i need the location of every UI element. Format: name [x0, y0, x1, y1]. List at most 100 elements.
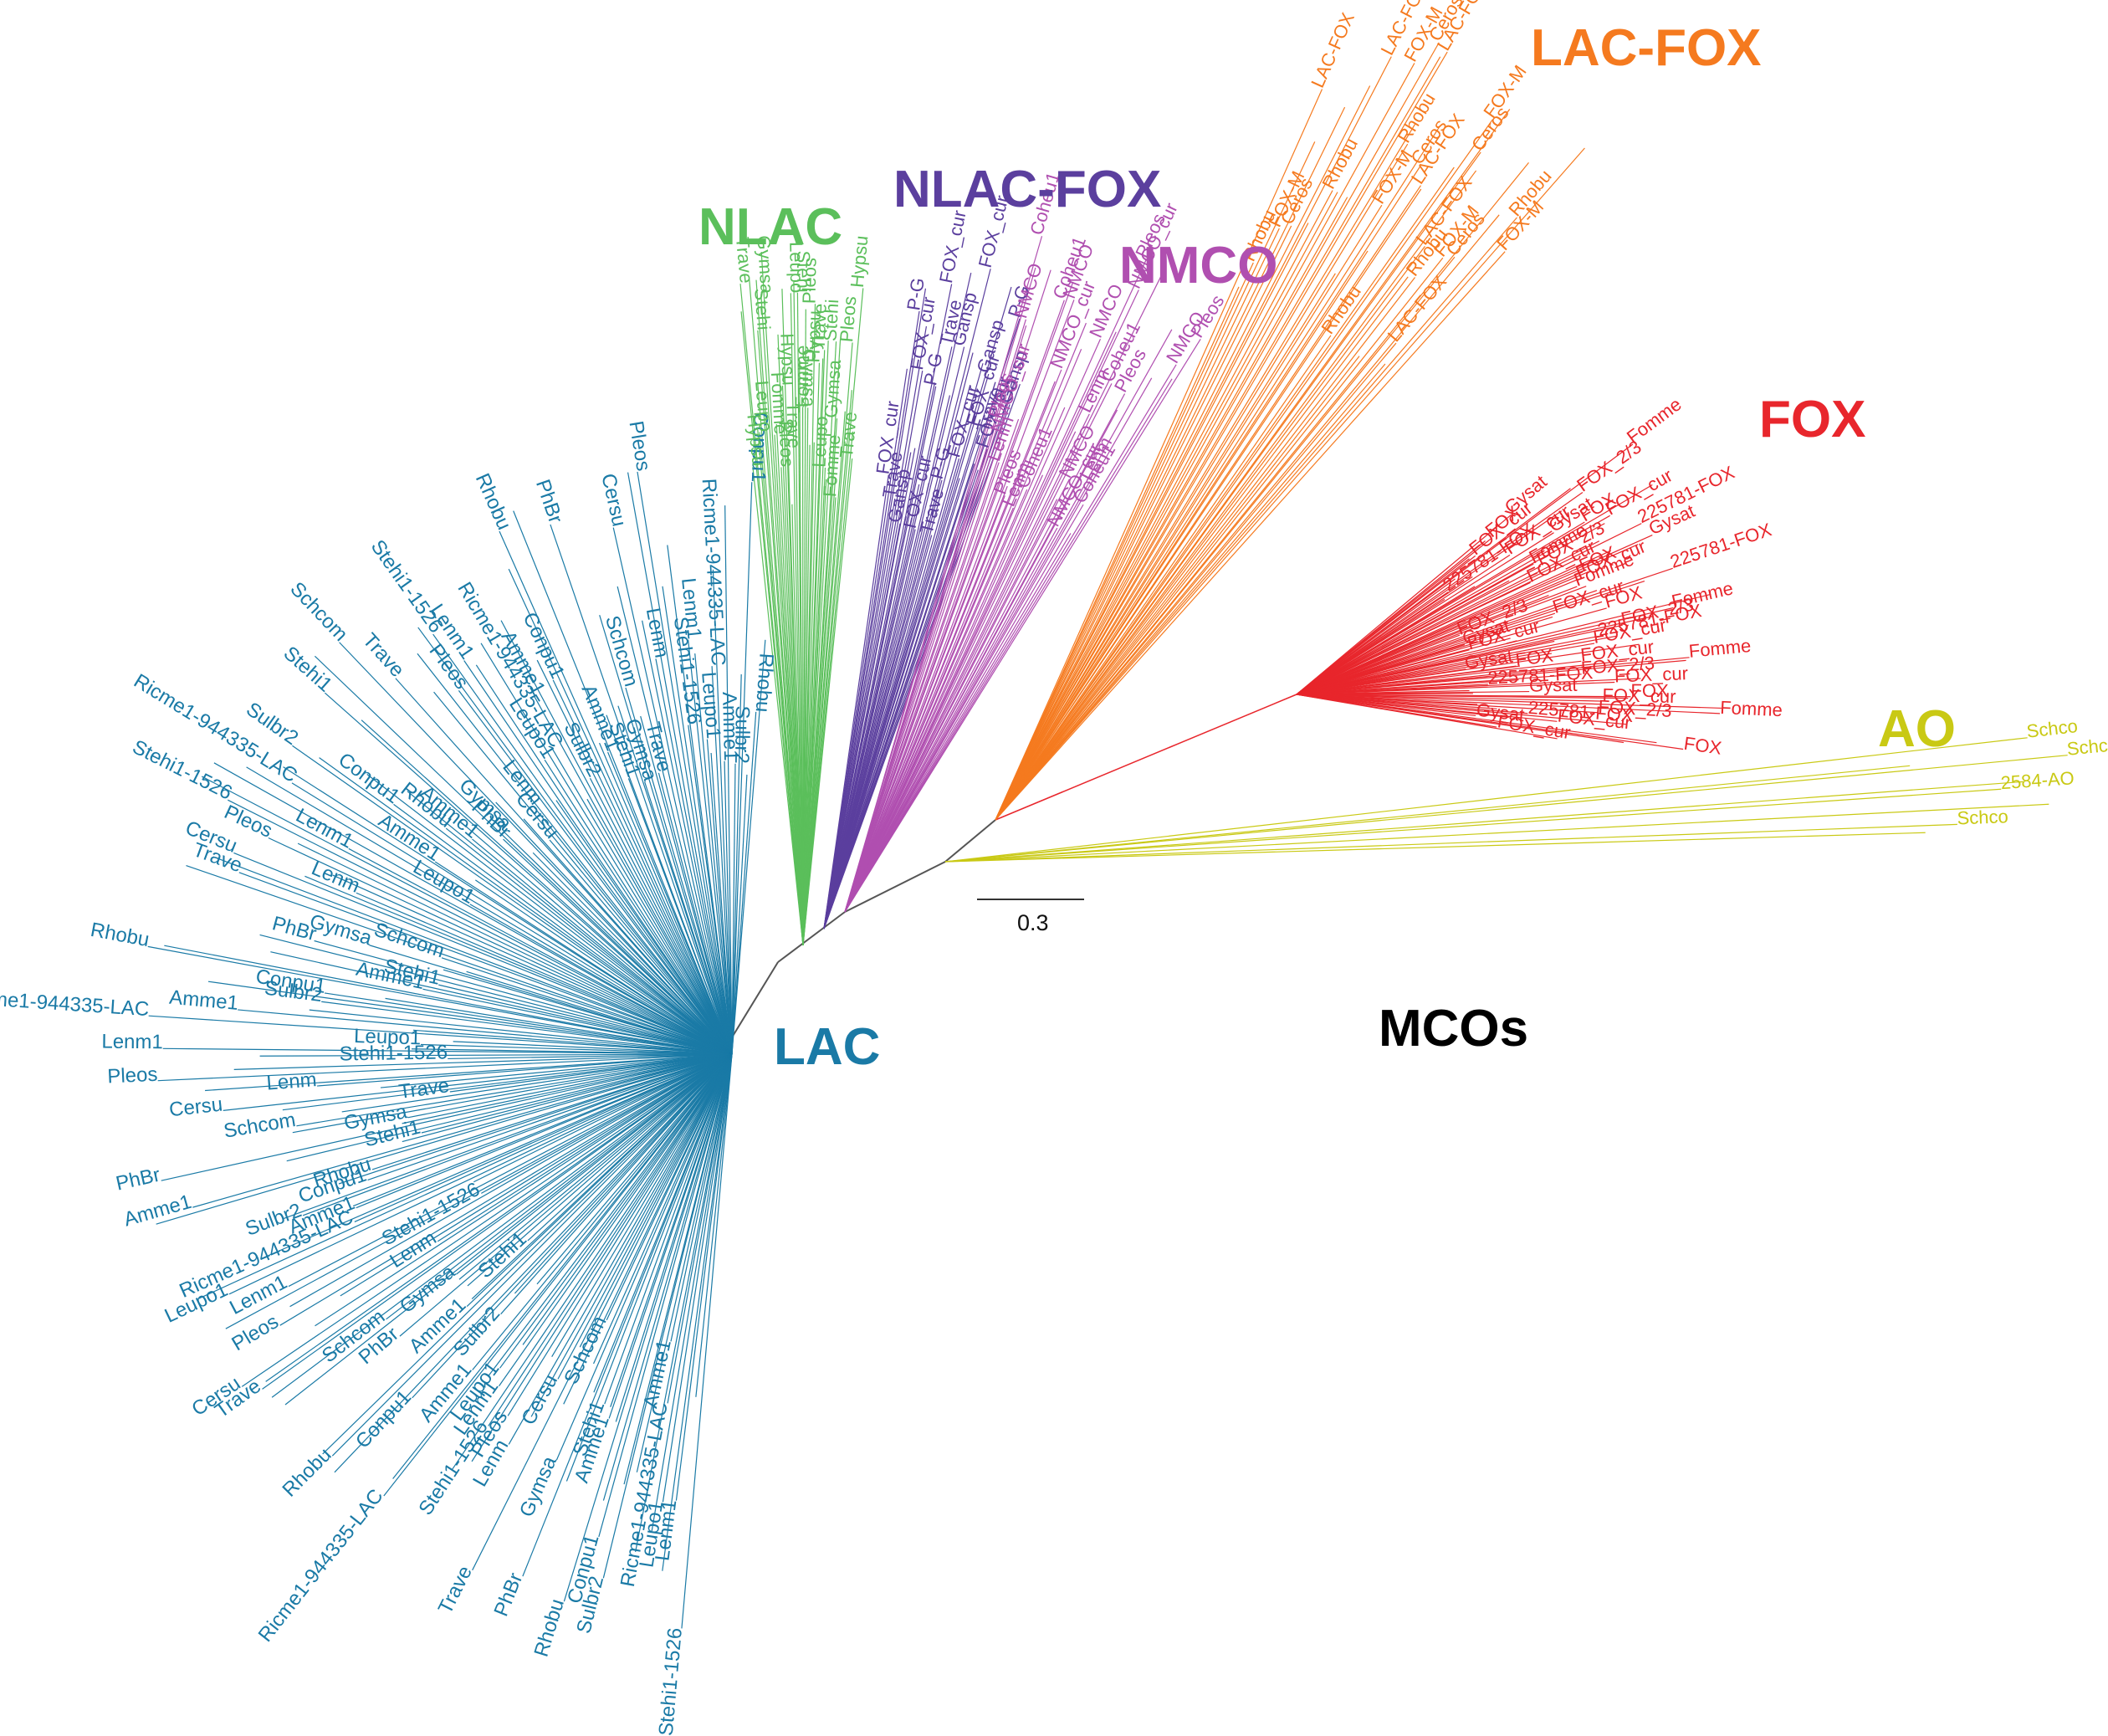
branch-nmco [844, 409, 1118, 913]
backbone-branch [944, 819, 996, 863]
branch-lac-fox [995, 106, 1346, 821]
branch-lac [469, 904, 733, 1055]
leaf-label-fox: FOX_2/3 [1580, 653, 1655, 679]
branch-lac [228, 799, 733, 1055]
branch-lac [651, 1053, 733, 1532]
scale-bar-label: 0.3 [1017, 910, 1049, 935]
branch-nlac-fox [823, 325, 928, 929]
branch-lac [314, 655, 733, 1055]
leaf-label-lac: Cersu [168, 1093, 224, 1122]
branch-nlac [793, 281, 804, 946]
branch-nmco [844, 378, 1173, 913]
branch-lac-fox [995, 356, 1360, 821]
branch-lac [268, 837, 733, 1055]
branch-lac [402, 1053, 733, 1124]
branch-nmco [844, 329, 1173, 913]
leaf-label-nlac: Gymsa [753, 235, 777, 295]
branch-lac [499, 1053, 733, 1369]
branch-lac [532, 852, 733, 1055]
branch-lac [383, 1053, 733, 1497]
branch-lac-fox [995, 204, 1383, 821]
leaf-label-lac-fox: Rhobu [1318, 135, 1362, 192]
clade-title-lac: LAC [774, 1018, 880, 1076]
branch-lac [589, 777, 733, 1055]
branch-lac [270, 951, 733, 1055]
branch-nlac-fox [823, 463, 975, 929]
branch-lac [259, 934, 733, 1055]
branch-nlac-fox [823, 288, 927, 929]
branch-fox [1296, 515, 1610, 695]
leaf-label-nlac: Hypsu [802, 310, 825, 363]
leaf-label-fox: 225781-FOX [1667, 519, 1774, 572]
branch-nmco [844, 259, 1147, 913]
branch-lac [710, 752, 733, 1055]
leaf-label-nlac: Fomme [791, 345, 813, 407]
branch-fox [1296, 523, 1642, 695]
branch-fox [1296, 607, 1607, 695]
branch-lac [420, 1043, 733, 1055]
branch-lac [213, 762, 733, 1055]
leaf-label-lac: Schcom [601, 613, 642, 689]
branch-nlac-fox [823, 448, 916, 929]
branch-lac [724, 760, 733, 1055]
branch-lac [438, 984, 733, 1055]
leaf-label-nlac-fox: P-G [903, 276, 929, 311]
branch-lac [694, 653, 733, 1055]
branch-nlac [802, 350, 826, 946]
branch-nmco [844, 349, 1082, 913]
branch-fox [1296, 635, 1599, 695]
leaf-label-lac: Trave [358, 629, 408, 682]
branch-lac [635, 1053, 733, 1553]
branch-lac [282, 1053, 733, 1220]
leaf-label-lac: PhBr [531, 477, 567, 526]
branch-fox [1296, 659, 1686, 695]
branch-lac [555, 1053, 733, 1461]
leaf-label-lac: PhBr [490, 1570, 528, 1620]
branch-lac [393, 803, 733, 1055]
branch-nmco [844, 282, 1074, 913]
branch-ao [944, 823, 1957, 863]
branch-lac [604, 1053, 733, 1405]
branch-lac [361, 719, 733, 1055]
branch-lac-fox [995, 124, 1416, 821]
branch-lac [292, 745, 733, 1055]
leaf-label-lac: Gymsa [515, 1452, 561, 1520]
branch-lac [473, 1053, 733, 1183]
leaf-label-lac: Amme1 [168, 986, 239, 1015]
branch-lac [579, 1053, 733, 1348]
branch-lac [551, 748, 733, 1055]
branch-fox [1296, 593, 1711, 695]
clade-title-lac-fox: LAC-FOX [1531, 19, 1762, 77]
leaf-label-lac: Leupo1 [354, 1025, 422, 1049]
leaf-label-nlac: Stehi [750, 287, 775, 330]
branch-lac-fox [995, 147, 1585, 821]
branch-ao [944, 832, 1926, 863]
branch-lac [433, 691, 733, 1055]
leaf-label-lac: Amme1 [718, 692, 742, 761]
branch-lac [356, 892, 733, 1055]
leaf-label-fox: Fomme [1688, 635, 1752, 662]
branch-lac [421, 1053, 733, 1134]
branch-lac [612, 527, 733, 1055]
branch-lac-fox [995, 277, 1416, 821]
branch-lac-fox [995, 143, 1409, 821]
branch-lac [282, 1053, 733, 1111]
branch-lac [472, 1053, 733, 1370]
branch-lac [192, 1053, 733, 1208]
branch-lac [593, 1053, 733, 1393]
branch-lac [212, 856, 733, 1055]
branch-lac [286, 1053, 733, 1162]
branch-fox [1296, 640, 1555, 695]
branch-lac [156, 1053, 733, 1225]
branch-lac [523, 818, 733, 1055]
leaf-label-fox: FOX [1682, 733, 1723, 759]
branch-fox [1296, 607, 1674, 695]
branch-nmco [844, 431, 1077, 913]
branch-lac-fox [995, 246, 1425, 821]
clade-titles: LAC NLAC NLAC-FOX NMCO LAC-FOX FOX AO MC… [698, 19, 1956, 1076]
branch-fox [1296, 660, 1582, 695]
branch-nlac [802, 288, 864, 946]
branch-lac [309, 1009, 733, 1055]
